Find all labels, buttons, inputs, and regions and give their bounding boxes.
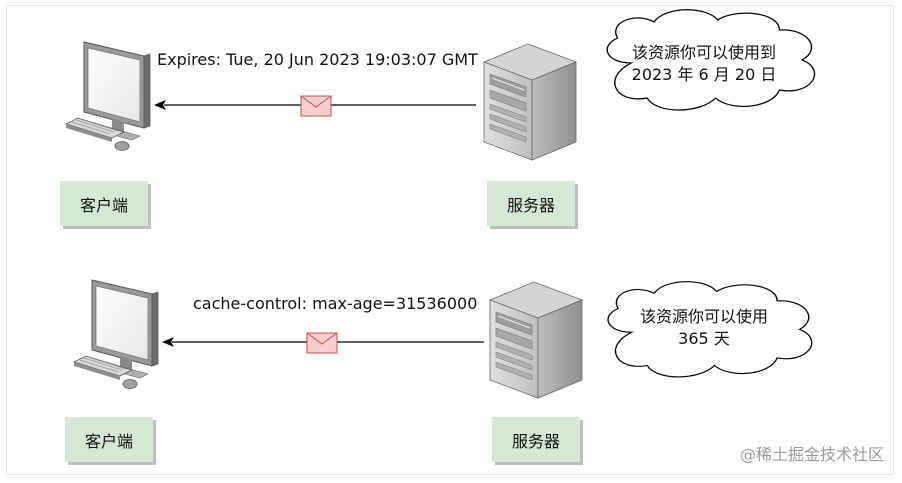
top-server-icon — [483, 43, 577, 161]
bottom-client-label: 客户端 — [65, 417, 153, 462]
top-expires-header: Expires: Tue, 20 Jun 2023 19:03:07 GMT — [157, 50, 478, 69]
top-cloud-note: 该资源你可以使用到 2023 年 6 月 20 日 — [612, 42, 796, 86]
top-client-computer-icon — [65, 41, 151, 151]
bottom-server-icon — [489, 281, 583, 399]
bottom-arrow-head — [162, 337, 174, 347]
bottom-cloud-note: 该资源你可以使用 365 天 — [612, 306, 796, 350]
top-cloud-line2: 2023 年 6 月 20 日 — [631, 65, 777, 84]
bottom-cache-control-header: cache-control: max-age=31536000 — [193, 294, 478, 313]
bottom-client-computer-icon — [73, 279, 159, 389]
top-server-label: 服务器 — [487, 181, 575, 226]
bottom-cloud-line2: 365 天 — [678, 329, 730, 348]
top-arrow-head — [154, 100, 166, 110]
bottom-envelope-icon — [306, 332, 338, 354]
bottom-cloud-line1: 该资源你可以使用 — [639, 307, 768, 326]
top-cloud-line1: 该资源你可以使用到 — [631, 43, 776, 62]
watermark-text: @稀土掘金技术社区 — [739, 445, 884, 464]
top-client-label: 客户端 — [60, 181, 148, 226]
bottom-server-label: 服务器 — [492, 417, 580, 462]
top-envelope-icon — [300, 95, 332, 117]
